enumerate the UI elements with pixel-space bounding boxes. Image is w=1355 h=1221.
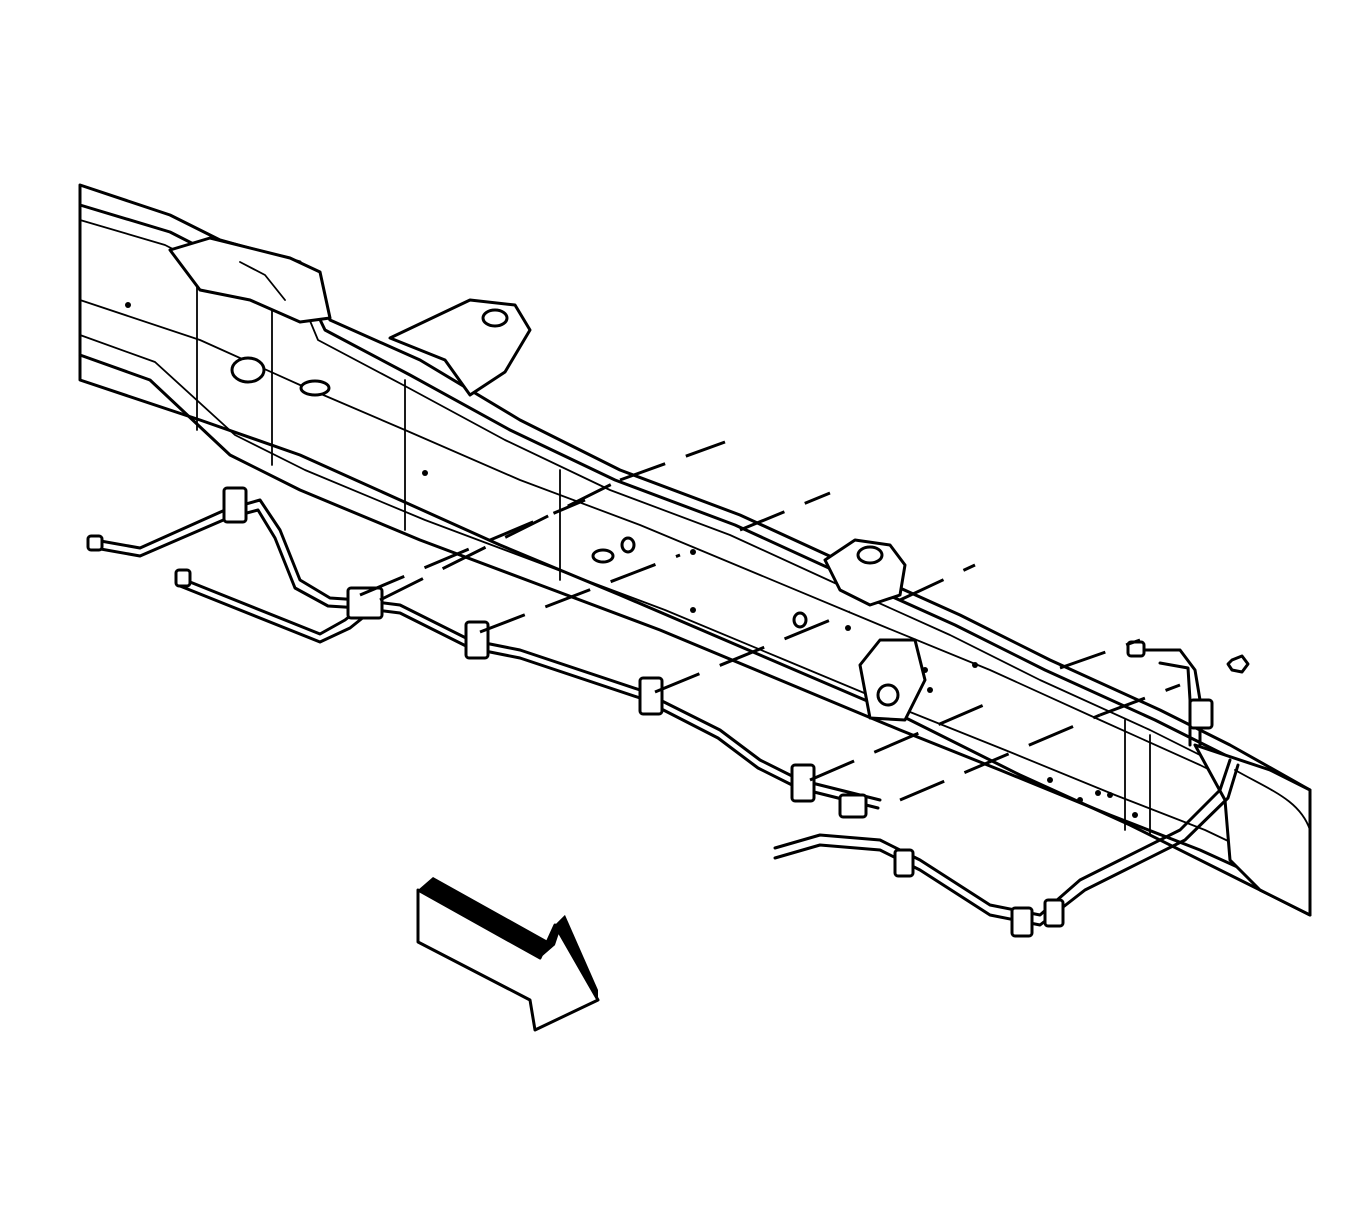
retainer-clip-1 — [222, 486, 248, 524]
leader-line-4 — [479, 553, 681, 634]
body-mount-brackets — [168, 236, 927, 722]
bracket-rear-hole — [856, 545, 884, 565]
bracket-upper-mid-hole — [481, 308, 509, 328]
frame-lower-edge-inner — [79, 334, 1311, 881]
brake-line-assembly — [93, 498, 1240, 927]
bracket-rear — [823, 538, 907, 607]
direction-arrow-icon — [416, 877, 600, 1032]
rear-crossmember — [1193, 743, 1312, 917]
leader-line-3 — [619, 440, 726, 482]
retainer-clip-10 — [1188, 698, 1214, 730]
brake-line-rear — [773, 758, 1232, 917]
retainer-clip-4 — [638, 676, 664, 716]
retainer-clip-3 — [464, 620, 490, 660]
leader-line-6 — [739, 491, 831, 532]
installation-leader-lines — [359, 440, 1181, 802]
retainer-clip-9 — [1043, 898, 1065, 928]
retainer-clip-2 — [346, 586, 384, 620]
frame-hole-3 — [620, 536, 636, 554]
leader-line-9 — [899, 713, 1101, 802]
brake-line-front-outer — [93, 498, 882, 802]
leader-line-7 — [809, 696, 1001, 782]
retainer-clip-6 — [838, 793, 868, 819]
brake-line-rear-b — [773, 763, 1240, 927]
fuel-line-lower — [178, 576, 362, 636]
bracket-front — [168, 236, 332, 324]
frame-hole-slot-1 — [299, 379, 331, 397]
spring-hanger — [858, 638, 927, 722]
fitting-front-upper — [86, 534, 104, 552]
fitting-front-lower — [174, 568, 192, 588]
frame-holes — [125, 302, 1138, 818]
leader-line-11 — [1099, 683, 1181, 717]
leader-line-1 — [359, 498, 586, 597]
bolt-nut — [1226, 654, 1250, 674]
frame-lower-edge — [78, 353, 1312, 902]
line-fittings — [86, 534, 1250, 674]
retainer-clip-7 — [893, 848, 915, 878]
brake-line-front-inner — [93, 508, 880, 810]
leader-line-8 — [899, 563, 976, 602]
leader-line-2 — [379, 478, 621, 602]
fuel-line-lower-b — [178, 584, 367, 644]
frame-web — [79, 299, 1311, 821]
frame-hole-large-1 — [230, 356, 266, 384]
retainer-clip-5 — [790, 763, 816, 803]
leader-line-5 — [654, 610, 851, 694]
line-retainer-clips — [222, 486, 1214, 938]
spring-hanger-bushing — [876, 683, 900, 707]
leader-line-10 — [1059, 638, 1141, 670]
retainer-clip-8 — [1010, 906, 1034, 938]
frame-hole-slot-2 — [591, 548, 615, 564]
frame-hole-4 — [792, 611, 808, 629]
